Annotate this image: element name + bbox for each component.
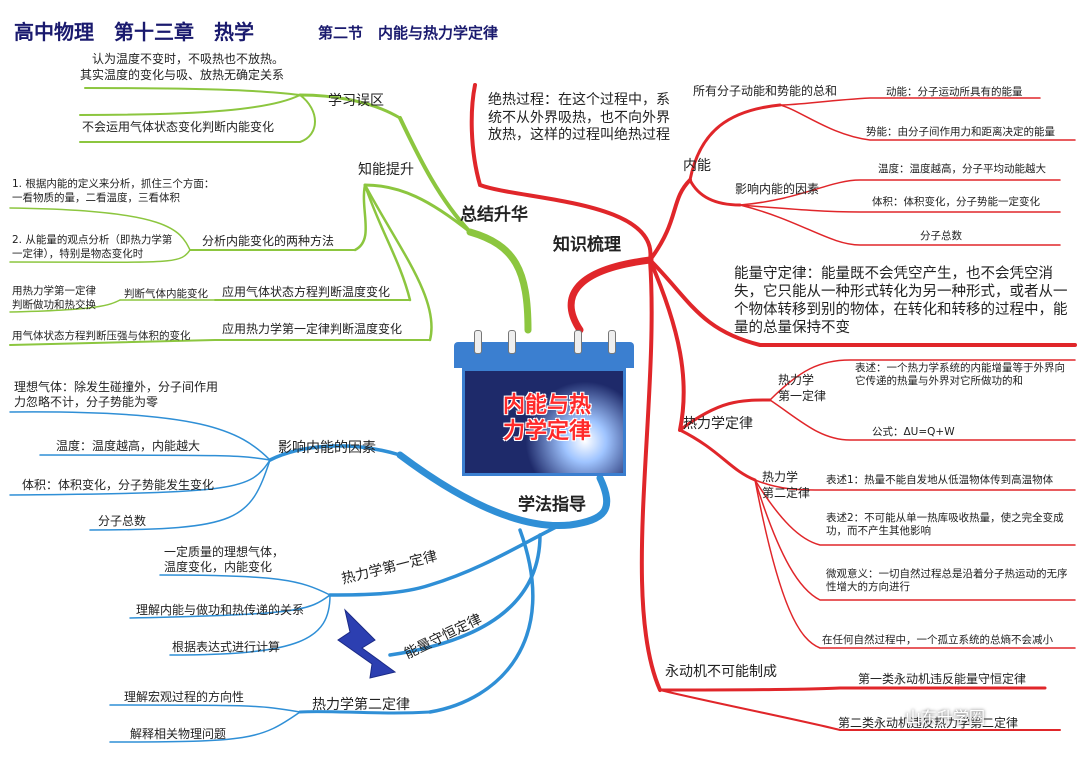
first-law-l1: 热力学 bbox=[778, 373, 815, 387]
sl-1: 理解宏观过程的方向性 bbox=[124, 690, 245, 704]
first-law-l2: 第一定律 bbox=[778, 389, 827, 403]
node-internal: 内能 bbox=[683, 158, 711, 174]
second-entropy: 在任何自然过程中，一个孤立系统的总熵不会减小 bbox=[822, 634, 1053, 646]
perp-1: 第一类永动机违反能量守恒定律 bbox=[858, 672, 1027, 686]
node-thermo: 热力学定律 bbox=[683, 416, 753, 432]
knowledge-trunk bbox=[567, 256, 654, 334]
int-potential: 势能：由分子间作用力和距离决定的能量 bbox=[866, 126, 1055, 138]
int-factors: 影响内能的因素 bbox=[735, 182, 820, 196]
center-node: 内能与热 力学定律 bbox=[454, 330, 634, 480]
fl-1-line2: 温度变化，内能变化 bbox=[164, 560, 273, 574]
adiabatic-note: 绝热过程：在这个过程中，系统不从外界吸热，也不向外界放热，这样的过程叫绝热过程 bbox=[488, 92, 670, 143]
fl-3: 根据表达式进行计算 bbox=[172, 640, 281, 654]
imp-first-law: 应用热力学第一定律判断温度变化 bbox=[222, 322, 403, 336]
imp-temp: 应用气体状态方程判断温度变化 bbox=[222, 285, 391, 299]
center-title-line1: 内能与热 bbox=[502, 393, 591, 418]
second-law-l1: 热力学 bbox=[762, 470, 799, 484]
conservation-note: 能量守定律：能量既不会凭空产生，也不会凭空消失，它只能从一种形式转化为另一种形式… bbox=[734, 266, 1068, 337]
arrow-down-icon bbox=[337, 608, 397, 679]
imp-m2-line2: 一定律），特别是物态变化时 bbox=[12, 248, 144, 260]
node-perpetual: 永动机不可能制成 bbox=[665, 664, 777, 680]
int-f-temp: 温度：温度越高，分子平均动能越大 bbox=[878, 163, 1046, 175]
page-title: 高中物理 第十三章 热学 bbox=[14, 20, 254, 44]
node-improve: 知能提升 bbox=[358, 162, 414, 178]
f-temp: 温度：温度越高，内能越大 bbox=[56, 439, 201, 453]
imp-temp-left-line1: 用热力学第一定律 bbox=[12, 285, 96, 297]
int-f-num: 分子总数 bbox=[920, 230, 962, 242]
branch-knowledge: 知识梳理 bbox=[553, 235, 621, 255]
node-misconceptions: 学习误区 bbox=[328, 93, 384, 109]
watermark: 山东升学圈 bbox=[905, 708, 986, 727]
formula: 公式：ΔU=Q+W bbox=[872, 426, 955, 438]
mis-item2: 不会运用气体状态变化判断内能变化 bbox=[82, 120, 275, 134]
int-def: 所有分子动能和势能的总和 bbox=[693, 84, 838, 98]
fl-2: 理解内能与做功和热传递的关系 bbox=[136, 603, 305, 617]
node-factors: 影响内能的因素 bbox=[278, 440, 376, 456]
mis-item1-line2: 其实温度的变化与吸、放热无确定关系 bbox=[80, 68, 285, 82]
int-kinetic: 动能：分子运动所具有的能量 bbox=[886, 86, 1023, 98]
imp-temp-sub: 判断气体内能变化 bbox=[124, 288, 208, 300]
second-d1: 表述1：热量不能自发地从低温物体传到高温物体 bbox=[826, 474, 1054, 486]
imp-first-law-left: 用气体状态方程判断压强与体积的变化 bbox=[12, 330, 191, 342]
imp-m1-line2: 一看物质的量，二看温度，三看体积 bbox=[12, 192, 180, 204]
second-micro: 微观意义：一切自然过程总是沿着分子热运动的无序性增大的方向进行 bbox=[826, 568, 1068, 594]
summary-trunk bbox=[466, 228, 532, 334]
f-vol: 体积：体积变化，分子势能发生变化 bbox=[22, 478, 215, 492]
center-title-line2: 力学定律 bbox=[502, 419, 591, 445]
int-f-vol: 体积：体积变化，分子势能一定变化 bbox=[872, 196, 1040, 208]
node-second-law: 热力学第二定律 bbox=[312, 697, 410, 713]
second-d2: 表述2：不可能从单一热库吸收热量，使之完全变成功，而不产生其他影响 bbox=[826, 512, 1064, 538]
branch-methods: 学法指导 bbox=[518, 495, 586, 515]
branch-summary: 总结升华 bbox=[460, 205, 528, 225]
first-desc: 表述：一个热力学系统的内能增量等于外界向它传递的热量与外界对它所做功的和 bbox=[855, 362, 1065, 388]
f-ideal: 理想气体：除发生碰撞外，分子间作用力忽略不计，分子势能为零 bbox=[14, 380, 219, 409]
sl-2: 解释相关物理问题 bbox=[130, 727, 227, 741]
second-law-l2: 第二定律 bbox=[762, 486, 811, 500]
fl-1-line1: 一定质量的理想气体， bbox=[164, 545, 285, 559]
perp-2: 第二类永动机违反热力学第二定律 bbox=[838, 716, 1019, 730]
imp-method: 分析内能变化的两种方法 bbox=[202, 234, 335, 248]
imp-temp-left-line2: 判断做功和热交换 bbox=[12, 299, 96, 311]
mis-item1-line1: 认为温度不变时，不吸热也不放热。 bbox=[92, 52, 285, 66]
imp-m2-line1: 2. 从能量的观点分析（即热力学第 bbox=[12, 234, 173, 246]
section-title: 第二节 内能与热力学定律 bbox=[318, 24, 499, 42]
f-num: 分子总数 bbox=[98, 514, 147, 528]
imp-m1-line1: 1. 根据内能的定义来分析，抓住三个方面： bbox=[12, 178, 215, 190]
